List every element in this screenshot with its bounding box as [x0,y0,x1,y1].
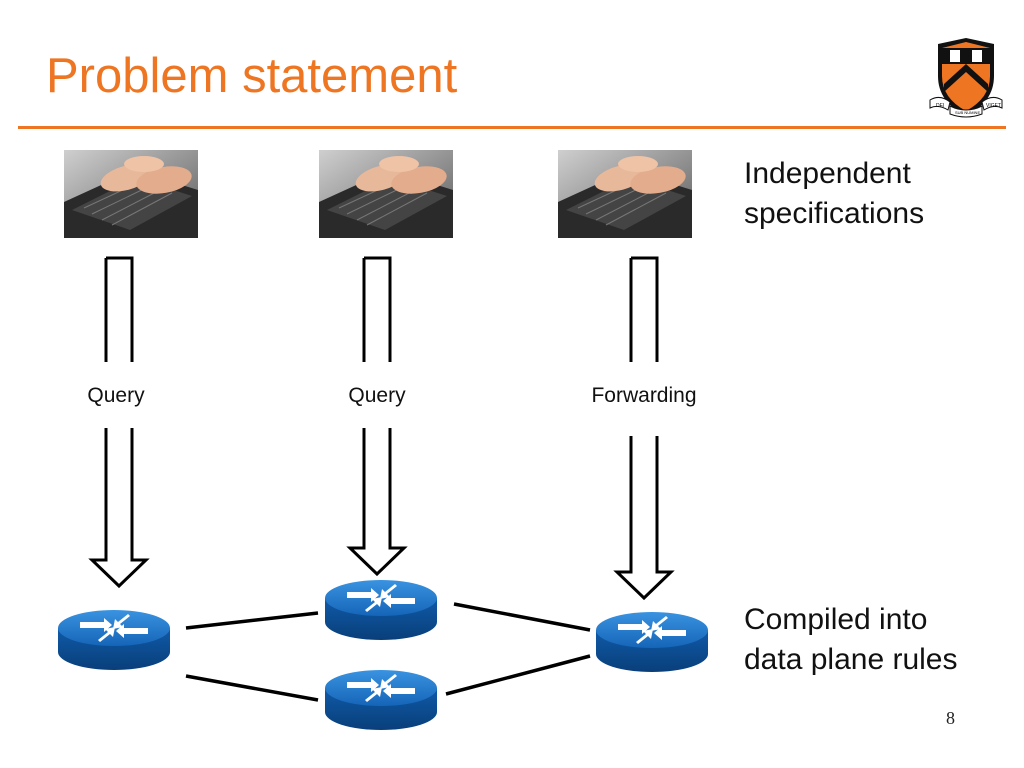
side-note-bottom-line2: data plane rules [744,643,958,676]
slide-title: Problem statement [46,49,458,103]
side-note-bottom-line1: Compiled into [744,603,928,636]
link-r2-r3 [453,602,591,632]
spec-bar-left [104,256,134,362]
compiled-rules-text: Compiled into data plane rules [744,600,958,680]
typing-photo-left [64,150,198,238]
side-note-top-line2: specifications [744,197,925,230]
independent-specifications-text: Independent specifications [744,154,924,234]
link-r1-r2 [185,611,319,630]
title-underline [18,126,1006,129]
link-r4-r3 [445,654,591,696]
logo-motto-left: DEI [936,103,944,109]
compile-arrow-right [613,436,675,601]
label-query-middle: Query [348,384,406,407]
spec-bar-right [629,256,659,362]
compile-arrow-middle [346,428,408,577]
router-icon-left [58,610,170,670]
typing-photo-middle [319,150,453,238]
typing-photo-right [558,150,692,238]
router-icon-bottom [325,670,437,730]
shield-logo-icon: DEI SUB NUMINE VIGET [929,38,1003,118]
router-icon-right [596,612,708,672]
label-query-left: Query [87,384,145,407]
page-number: 8 [946,708,955,728]
logo-motto-center: SUB NUMINE [955,110,980,115]
router-icon-top [325,580,437,640]
spec-bar-middle [362,256,392,362]
label-forwarding: Forwarding [591,384,697,407]
logo-motto-right: VIGET [986,103,1001,109]
link-r1-r4 [185,674,319,702]
side-note-top-line1: Independent [744,157,911,190]
compile-arrow-left [88,428,150,589]
